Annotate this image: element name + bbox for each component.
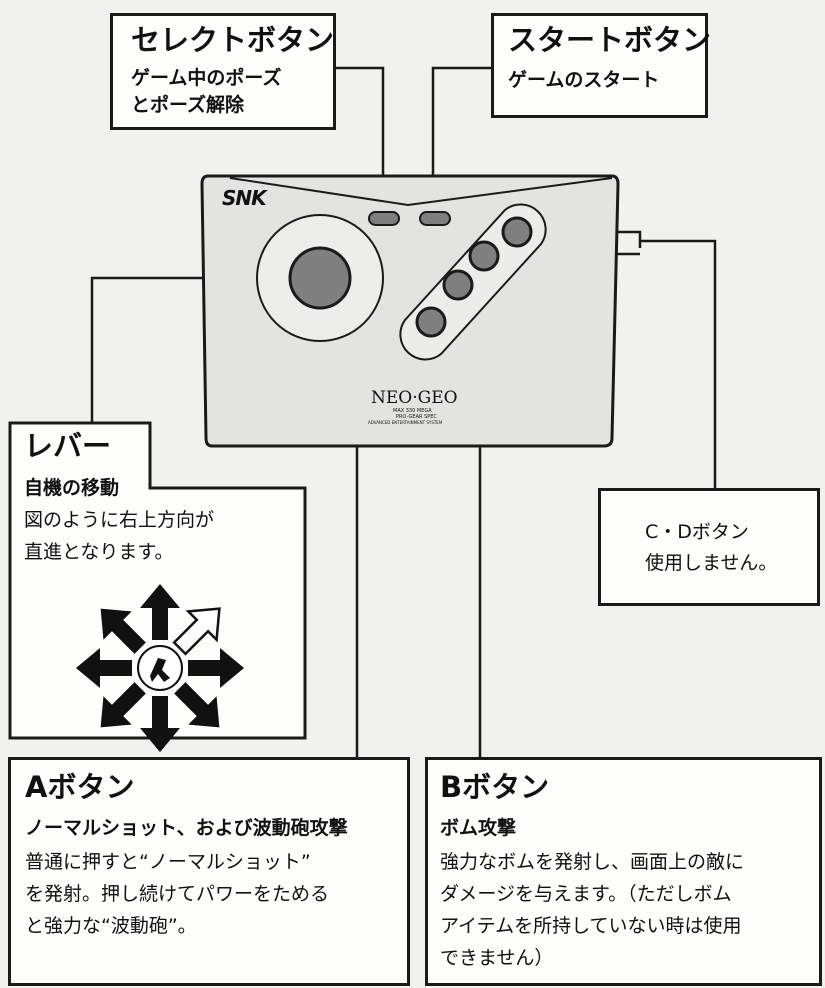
neogeo-logo: NEO·GEO: [371, 388, 458, 408]
select-button[interactable]: [368, 211, 400, 226]
neogeo-subtext: MAX 330 MEGA: [393, 408, 432, 414]
d-button[interactable]: [501, 216, 533, 248]
a-title: Aボタン: [25, 770, 135, 804]
snk-logo: SNK: [222, 186, 267, 210]
a-subtitle: ノーマルショット、および波動砲攻撃: [25, 817, 348, 839]
pilot-figure: [150, 658, 170, 682]
a-button[interactable]: [415, 306, 447, 338]
start-title: スタートボタン: [508, 23, 712, 57]
b-desc-line-2: ダメージを与えます。（ただしボム: [440, 883, 732, 905]
lever-title: レバー: [24, 429, 112, 463]
a-desc-line-2: を発射。押し続けてパワーをためる: [25, 883, 330, 905]
joystick-knob[interactable]: [288, 246, 352, 310]
cd-desc-line-1: C・Dボタン: [645, 521, 749, 543]
select-desc-line-1: ゲーム中のポーズ: [131, 67, 282, 89]
cd-connector: [640, 239, 717, 490]
b-subtitle: ボム攻撃: [440, 817, 517, 839]
arrow-up-right-highlight: [172, 607, 221, 656]
lever-subtitle: 自機の移動: [24, 477, 120, 499]
a-button-callout: Aボタン ノーマルショット、および波動砲攻撃 普通に押すと“ノーマルショット” …: [8, 757, 410, 986]
b-desc-line-4: できません）: [440, 947, 554, 969]
select-button-callout: セレクトボタン ゲーム中のポーズ とポーズ解除: [110, 13, 336, 130]
c-button[interactable]: [468, 240, 500, 272]
neogeo-subtext-2: PRO-GEAR SPEC: [396, 414, 437, 420]
cd-desc-line-2: 使用しません。: [645, 552, 778, 574]
select-title: セレクトボタン: [131, 23, 335, 57]
start-connector: [431, 66, 492, 210]
controller-top-ridge: [229, 177, 613, 207]
lever-desc-line-1: 図のように右上方向が: [24, 509, 215, 531]
select-desc-line-2: とポーズ解除: [131, 94, 245, 116]
start-button-callout: スタートボタン ゲームのスタート: [491, 13, 712, 118]
neogeo-tagline: ADVANCED ENTERTAINMENT SYSTEM: [368, 420, 443, 425]
select-connector: [335, 66, 385, 210]
cd-button-callout: C・Dボタン 使用しません。: [598, 488, 820, 606]
b-desc-line-1: 強力なボムを発射し、画面上の敵に: [440, 851, 745, 873]
direction-arrows-icon: [76, 584, 244, 752]
b-button-callout: Bボタン ボム攻撃 強力なボムを発射し、画面上の敵に ダメージを与えます。（ただ…: [425, 757, 822, 986]
a-desc-line-3: と強力な“波動砲”。: [25, 915, 197, 937]
lever-desc-line-2: 直進となります。: [24, 541, 174, 563]
start-button[interactable]: [419, 211, 451, 226]
a-desc-line-1: 普通に押すと“ノーマルショット”: [25, 851, 311, 873]
start-desc-line-1: ゲームのスタート: [508, 69, 660, 91]
joystick[interactable]: [256, 214, 384, 342]
b-desc-line-3: アイテムを所持していない時は使用: [440, 915, 742, 937]
b-button[interactable]: [442, 269, 474, 301]
b-title: Bボタン: [440, 770, 550, 804]
